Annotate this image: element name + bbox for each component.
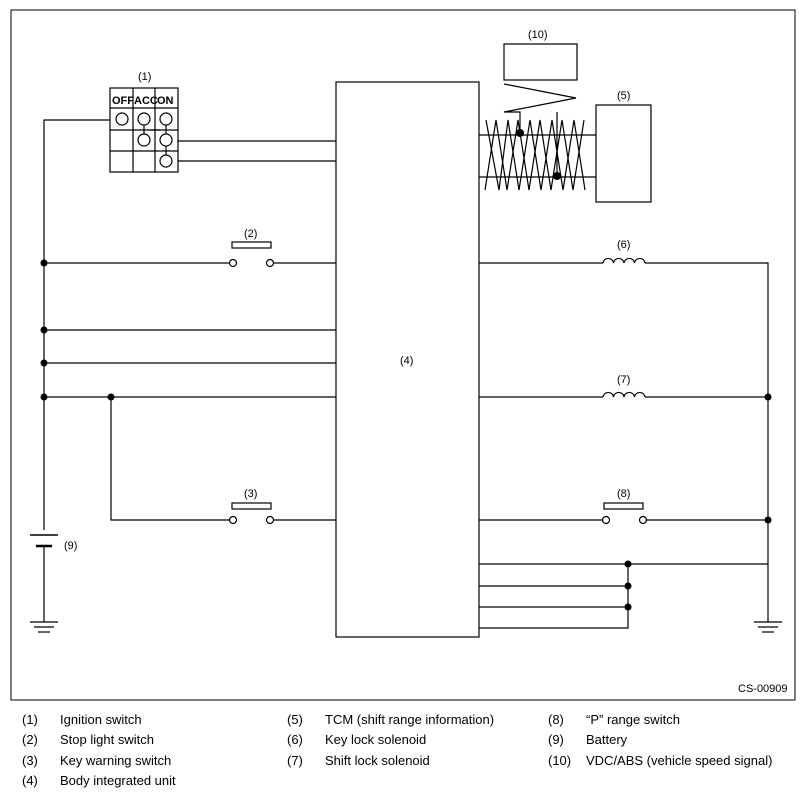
- ground-symbol-left: [30, 621, 58, 633]
- callout-9: (9): [64, 540, 77, 552]
- callout-8: (8): [617, 488, 630, 500]
- legend-text: Stop light switch: [60, 732, 154, 747]
- callout-5: (5): [617, 90, 630, 102]
- ignition-position-on: ON: [157, 95, 174, 107]
- ignition-position-acc: ACC: [134, 95, 158, 107]
- twisted-pair-wire: [485, 119, 586, 191]
- callout-3: (3): [244, 488, 257, 500]
- callout-2: (2): [244, 228, 257, 240]
- legend-number: (6): [287, 732, 303, 747]
- diagram-code: CS-00909: [738, 683, 788, 695]
- legend-text: Ignition switch: [60, 712, 142, 727]
- legend-number: (5): [287, 712, 303, 727]
- callout-7: (7): [617, 374, 630, 386]
- legend-number: (10): [548, 753, 572, 768]
- legend-text: Key lock solenoid: [325, 732, 427, 747]
- legend-text: Body integrated unit: [60, 773, 176, 788]
- callout-1: (1): [138, 71, 151, 83]
- shift-lock-solenoid: [602, 391, 646, 398]
- tcm-box: [595, 104, 652, 203]
- ground-symbol-right: [754, 621, 782, 633]
- legend: (1)Ignition switch (2)Stop light switch …: [0, 708, 807, 798]
- legend-number: (4): [22, 773, 38, 788]
- legend-number: (7): [287, 753, 303, 768]
- legend-text: Battery: [586, 732, 628, 747]
- junction-dots: [40, 129, 772, 611]
- key-warning-switch: [228, 502, 275, 525]
- callout-6: (6): [617, 239, 630, 251]
- legend-number: (8): [548, 712, 564, 727]
- legend-text: TCM (shift range information): [325, 712, 495, 727]
- legend-number: (3): [22, 753, 38, 768]
- ignition-position-off: OFF: [112, 95, 134, 107]
- key-lock-solenoid: [602, 257, 646, 264]
- p-range-switch: [601, 502, 648, 525]
- stop-light-switch: [228, 241, 275, 268]
- body-integrated-unit: [335, 81, 480, 638]
- legend-number: (2): [22, 732, 38, 747]
- vdc-abs-box: [503, 43, 578, 81]
- ignition-feed-wire: [43, 119, 110, 530]
- legend-text: VDC/ABS (vehicle speed signal): [586, 753, 773, 768]
- ignition-switch: [109, 87, 179, 173]
- legend-text: Shift lock solenoid: [325, 753, 430, 768]
- legend-number: (1): [22, 712, 38, 727]
- callout-4: (4): [400, 355, 413, 367]
- callout-10: (10): [528, 29, 548, 41]
- diagram-frame: [10, 9, 796, 701]
- battery: [30, 534, 58, 622]
- legend-text: Key warning switch: [60, 753, 172, 768]
- legend-number: (9): [548, 732, 564, 747]
- legend-text: “P” range switch: [586, 712, 680, 727]
